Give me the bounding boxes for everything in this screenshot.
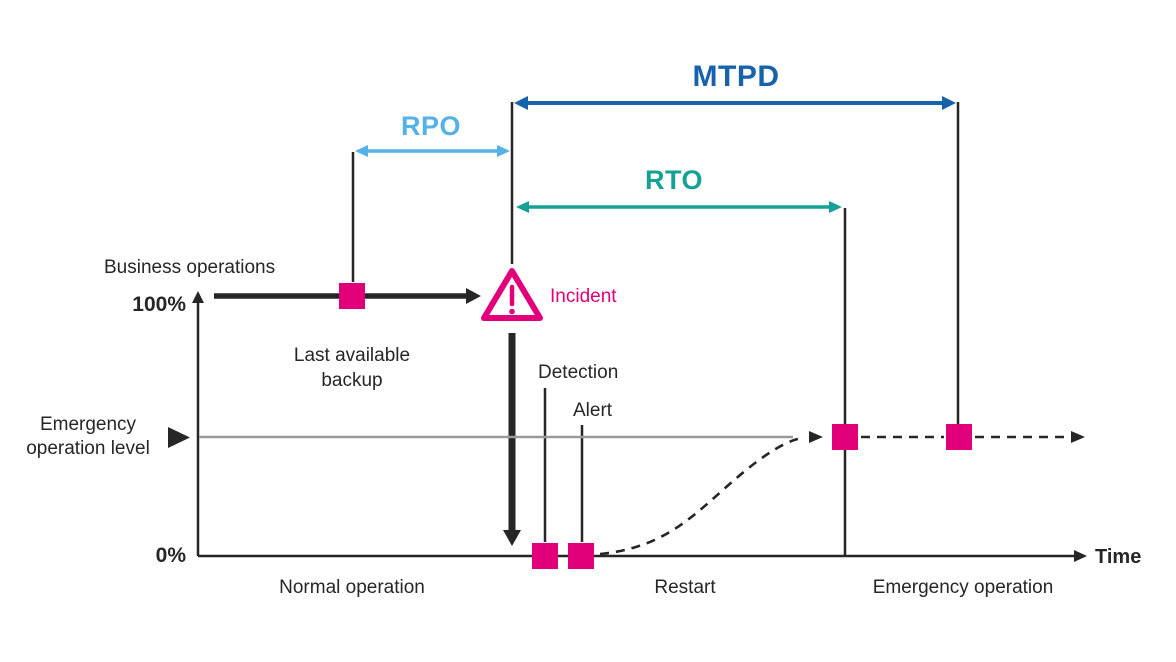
mtpd-label: MTPD bbox=[692, 60, 780, 93]
rpo-label: RPO bbox=[400, 111, 461, 141]
emergency-level-line1: Emergency bbox=[39, 414, 137, 435]
guide-lines bbox=[351, 102, 960, 556]
y-axis-100-percent-label: 100% bbox=[132, 293, 186, 316]
emergency-level-line2: operation level bbox=[26, 438, 150, 459]
phase-emergency-operation-label: Emergency operation bbox=[872, 577, 1054, 598]
detection-label: Detection bbox=[538, 362, 619, 383]
time-axis-label: Time bbox=[1095, 546, 1142, 568]
business-operations-label: Business operations bbox=[104, 257, 276, 278]
warning-triangle-icon bbox=[481, 268, 543, 321]
incident-drop-arrow bbox=[503, 333, 521, 546]
last-backup-line1: Last available bbox=[293, 345, 411, 366]
mtpd-span-arrow bbox=[514, 96, 956, 110]
marker-emergency-level-continued bbox=[946, 424, 972, 450]
rto-label: RTO bbox=[644, 165, 703, 195]
last-backup-label: Last available backup bbox=[272, 343, 432, 393]
marker-emergency-level-reached bbox=[832, 424, 858, 450]
rto-span-arrow bbox=[516, 201, 842, 213]
y-axis-0-percent-label: 0% bbox=[155, 544, 186, 567]
emergency-continuation-dashed bbox=[861, 431, 1085, 443]
recovery-curve bbox=[599, 431, 823, 556]
event-markers bbox=[339, 283, 972, 569]
right-triangle-pointer-icon bbox=[168, 427, 190, 448]
emergency-level-label: Emergency operation level bbox=[8, 413, 168, 461]
rpo-span-arrow bbox=[355, 145, 510, 157]
y-axis bbox=[192, 291, 204, 556]
marker-detection bbox=[532, 543, 558, 569]
marker-last-backup bbox=[339, 283, 365, 309]
marker-alert bbox=[568, 543, 594, 569]
phase-normal-operation-label: Normal operation bbox=[279, 577, 425, 598]
phase-restart-label: Restart bbox=[654, 577, 716, 598]
alert-label: Alert bbox=[573, 400, 613, 421]
last-backup-line2: backup bbox=[321, 370, 383, 391]
x-axis bbox=[198, 550, 1087, 562]
incident-label: Incident bbox=[550, 286, 617, 307]
